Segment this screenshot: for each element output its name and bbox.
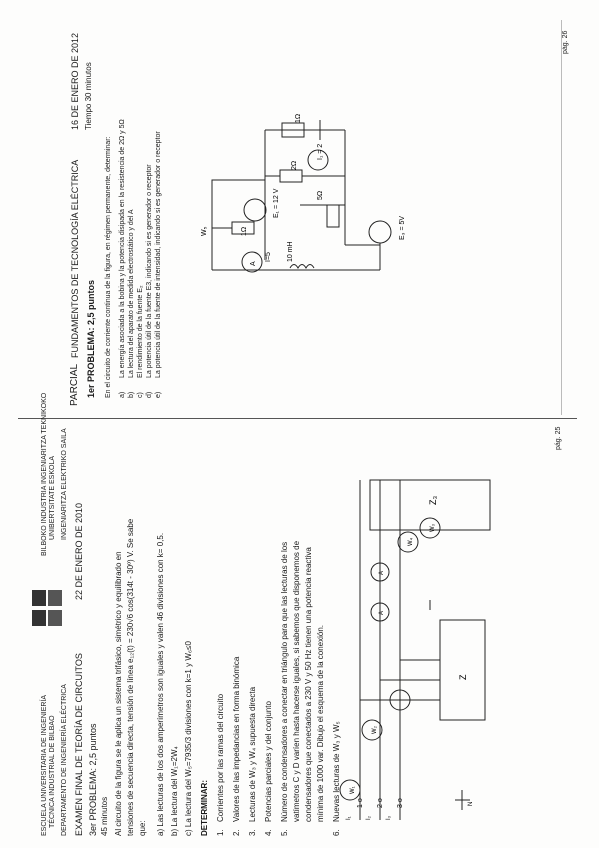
bottom-label-line1: 1 o [357, 798, 364, 808]
bottom-label-ammeter: A [379, 611, 385, 615]
bottom-label-w4: W₄ [408, 537, 414, 546]
bottom-label-i3: I₃ [386, 815, 392, 820]
bottom-label-w2: W₂ [372, 725, 378, 734]
page-divider [18, 418, 577, 419]
bottom-label-neutral: N [468, 802, 474, 806]
top-label-is: I₁ = 2 [317, 144, 324, 160]
bottom-label-i1: I₁ [346, 816, 352, 820]
bottom-label-line3: 3 o [397, 798, 404, 808]
bottom-label-i2: I₂ [366, 815, 372, 820]
top-label-ammeter-value: I=5 [265, 252, 272, 262]
top-label-r3: 1Ω [241, 227, 248, 236]
top-label-inductor: 10 mH [287, 241, 294, 262]
bottom-page-number: pág. 25 [555, 426, 562, 450]
bottom-label-z3: Z₃ [428, 496, 438, 505]
bottom-label-ammeter2: A [379, 571, 385, 575]
top-label-e1: E₁ = 12 V [273, 188, 280, 218]
top-label-r5: 5Ω [317, 191, 324, 200]
bottom-label-w3: W₃ [430, 523, 436, 532]
top-label-wattmeter: W₅ [201, 226, 208, 236]
bottom-label-w1: W₁ [350, 786, 356, 794]
top-label-r2: 2Ω [291, 161, 298, 170]
top-right-margin [561, 20, 562, 415]
top-label-r1: 1Ω [295, 114, 302, 123]
top-label-e3: E₃ = 5V [399, 216, 406, 240]
bottom-label-z: Z [458, 674, 468, 680]
bottom-label-line2: 2 o [377, 798, 384, 808]
top-label-ammeter: A [250, 261, 257, 266]
